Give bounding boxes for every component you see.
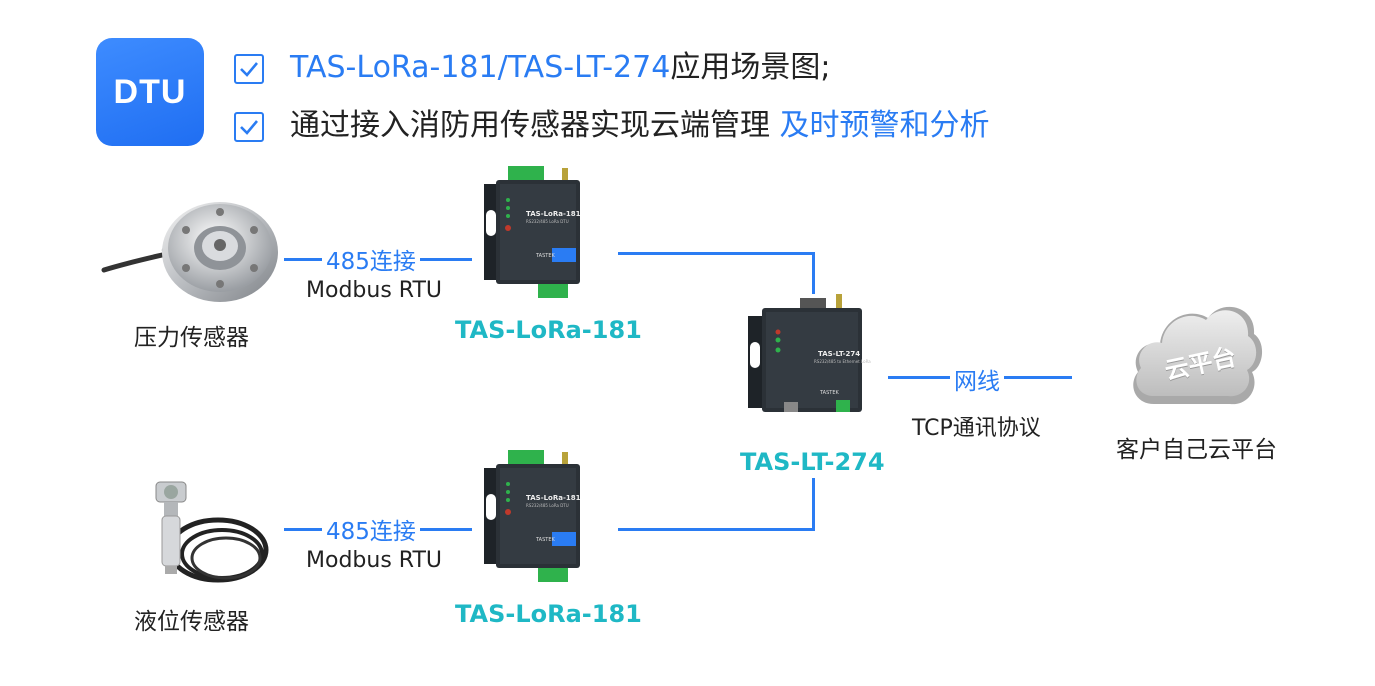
lora-link-top-horizontal [618, 252, 814, 255]
lora-link-top-vertical [812, 252, 815, 294]
header-line-2: 通过接入消防用传感器实现云端管理 及时预警和分析 [290, 108, 990, 144]
device-face-title: TAS-LoRa-181 [526, 210, 581, 218]
checkbox-icon [234, 54, 264, 84]
pressure-sensor-icon [101, 202, 278, 302]
header-line-1-suffix: 应用场景图; [670, 50, 831, 85]
rs485-label-bottom: 485连接 [322, 512, 420, 546]
device-brand: TASTEK [536, 537, 555, 543]
rs485-label-top: 485连接 [322, 242, 420, 276]
gateway-device: TAS-LT-274 RS232/485 to Ethernet LoRa TA… [744, 294, 874, 426]
ethernet-label: 网线 [950, 362, 1004, 396]
device-face-subtitle: RS232/485 LoRa DTU [526, 219, 569, 224]
ethernet-protocol: TCP通讯协议 [912, 416, 1041, 441]
checkbox-icon [234, 112, 264, 142]
cloud-icon [1133, 306, 1263, 405]
device-brand: TASTEK [536, 253, 555, 259]
rs485-protocol-bottom: Modbus RTU [306, 548, 442, 573]
header-line-1: TAS-LoRa-181/TAS-LT-274应用场景图; [290, 50, 830, 86]
dtu-device-icon [484, 166, 580, 298]
header-line-2-highlight: 及时预警和分析 [779, 108, 990, 143]
device-face-title: TAS-LT-274 [818, 350, 861, 358]
lora-device-bottom: TAS-LoRa-181 RS232/485 LoRa DTU TASTEK [478, 450, 592, 584]
lora-device-top: TAS-LoRa-181 RS232/485 LoRa DTU TASTEK [478, 166, 592, 300]
device-face-title: TAS-LoRa-181 [526, 494, 581, 502]
lora-model-top: TAS-LoRa-181 [455, 316, 642, 344]
header-model-names: TAS-LoRa-181/TAS-LT-274 [290, 50, 671, 85]
level-sensor-icon [155, 481, 269, 583]
rs485-protocol-top: Modbus RTU [306, 278, 442, 303]
cloud-platform: 云平台 [1126, 292, 1266, 420]
dtu-badge: DTU [96, 38, 204, 146]
pressure-sensor-label: 压力传感器 [134, 325, 249, 351]
lora-model-bottom: TAS-LoRa-181 [455, 600, 642, 628]
lora-link-bottom-vertical [812, 478, 815, 531]
header-line-2-text: 通过接入消防用传感器实现云端管理 [290, 108, 770, 143]
gateway-model: TAS-LT-274 [740, 448, 885, 476]
device-face-subtitle: RS232/485 to Ethernet LoRa [814, 359, 871, 364]
device-brand: TASTEK [820, 390, 839, 396]
dtu-device-icon [484, 450, 580, 582]
level-sensor-label: 液位传感器 [134, 609, 249, 635]
cloud-platform-label: 客户自己云平台 [1116, 437, 1277, 463]
lora-link-bottom-horizontal [618, 528, 814, 531]
gateway-device-icon [748, 294, 862, 412]
device-face-subtitle: RS232/485 LoRa DTU [526, 503, 569, 508]
